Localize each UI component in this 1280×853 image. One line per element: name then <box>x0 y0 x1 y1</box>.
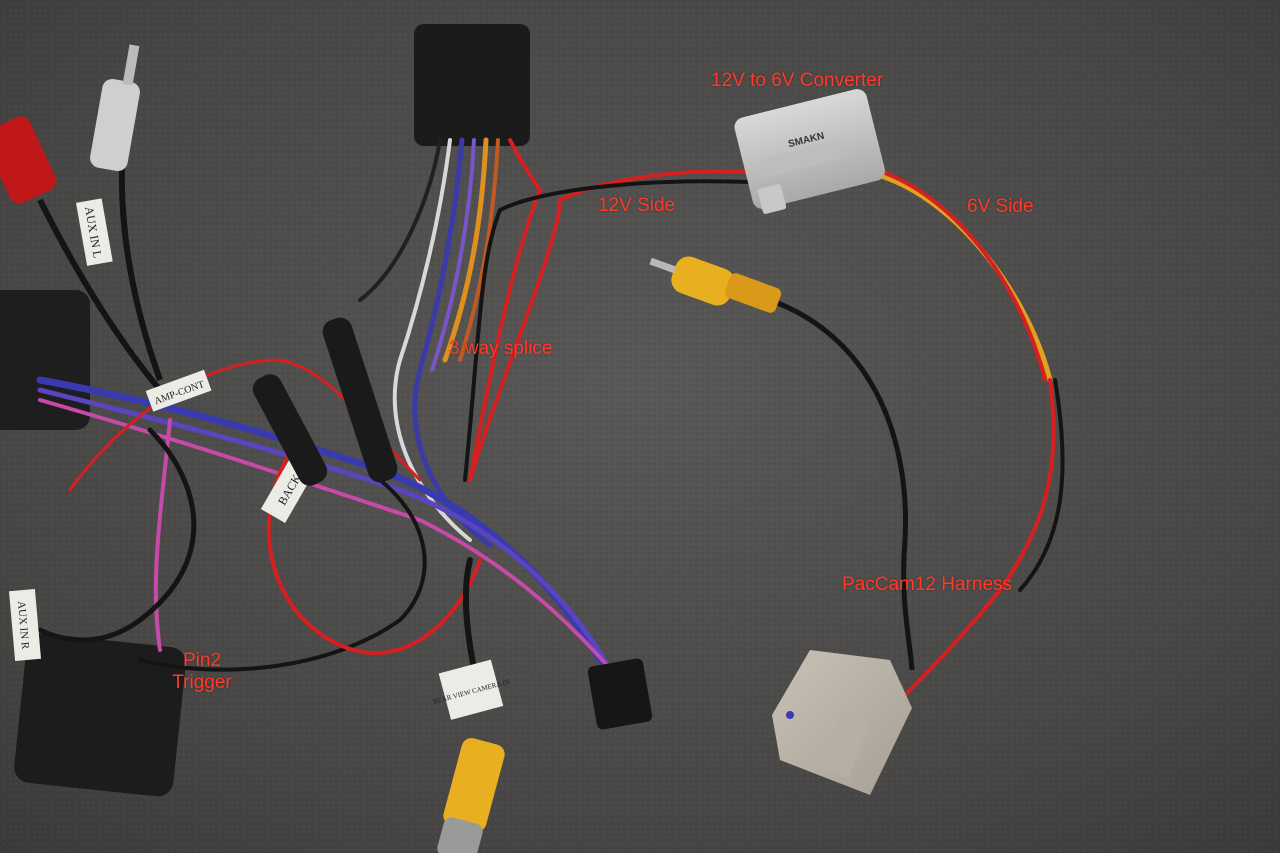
label-pin2-trigger: Pin2 Trigger <box>164 650 240 694</box>
paccam-rca-cable <box>649 256 915 671</box>
label-converter: 12V to 6V Converter <box>711 70 884 91</box>
splice-tube-2 <box>322 317 398 483</box>
label-3-way-splice: 3 way splice <box>449 338 553 359</box>
splice-tube-1 <box>252 374 328 486</box>
converter-12v-wires <box>463 169 752 482</box>
foam-block-top <box>414 24 530 146</box>
svg-text:AUX IN R: AUX IN R <box>15 601 31 651</box>
converter-box: SMAKN <box>734 89 885 214</box>
tag-aux-in-l: AUX IN L <box>76 198 113 266</box>
converter-6v-wires <box>868 166 1065 697</box>
tag-aux-in-r: AUX IN R <box>8 589 42 661</box>
label-12v-side: 12V Side <box>598 195 676 216</box>
tag-rear-view-camera: REAR VIEW CAMERA IN <box>432 659 511 720</box>
label-6v-side: 6V Side <box>967 196 1034 217</box>
foam-block-bottom-left <box>14 633 186 797</box>
rca-aux-white <box>90 44 163 382</box>
label-pin2: Pin2 <box>182 650 222 671</box>
label-trigger: Trigger <box>172 672 232 693</box>
paccam12-harness-plug <box>772 650 912 795</box>
rca-rear-camera-yellow <box>437 738 505 853</box>
harness-end-plug <box>587 658 653 730</box>
rca-aux-red <box>0 116 163 392</box>
label-paccam12-harness: PacCam12 Harness <box>842 574 1013 595</box>
